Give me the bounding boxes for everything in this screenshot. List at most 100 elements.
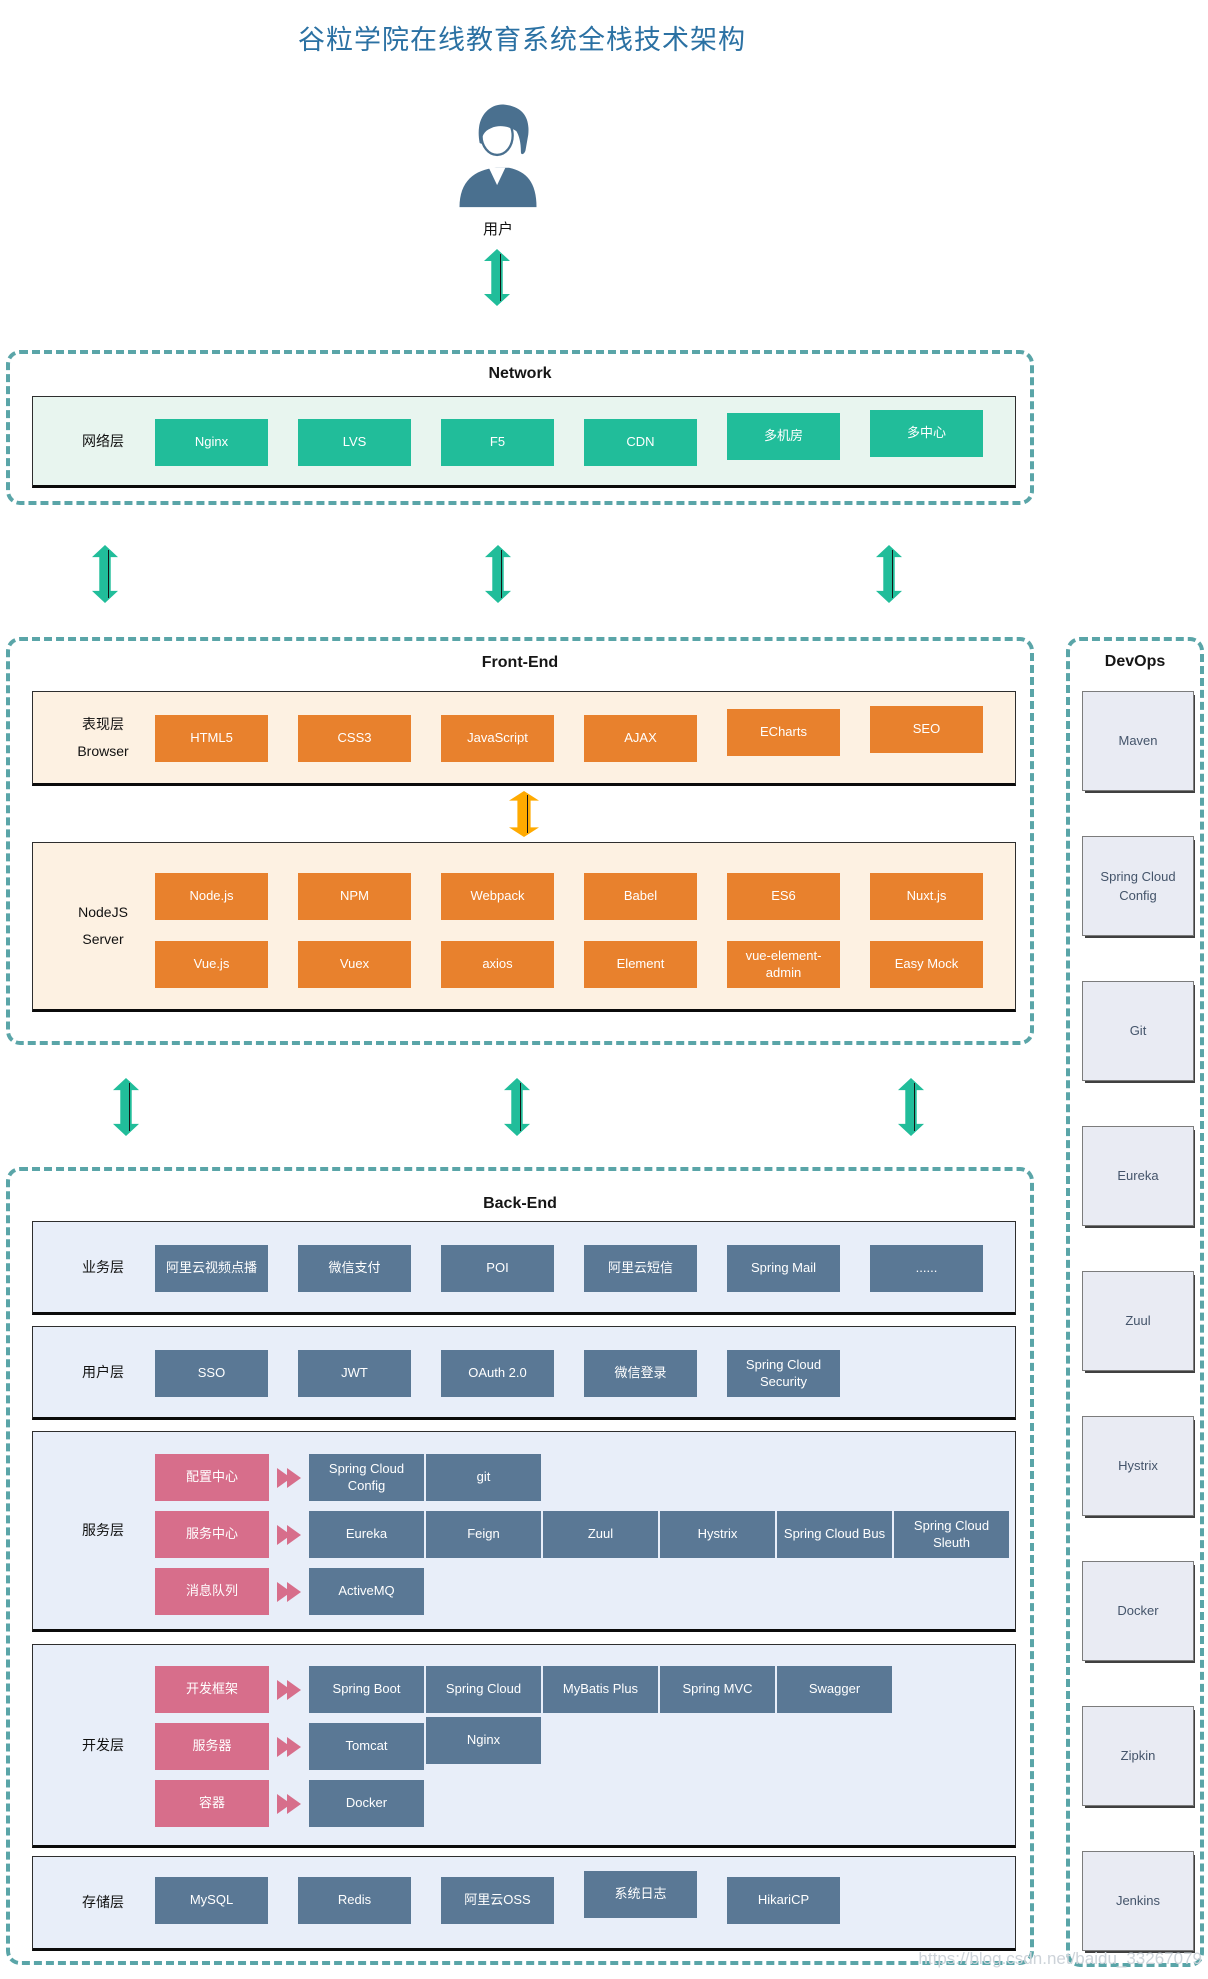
devops-item: Maven [1082, 691, 1194, 791]
double-arrow-icon [898, 1078, 924, 1136]
devops-item: Jenkins [1082, 1851, 1194, 1951]
service-layer-row: 服务中心 Eureka Feign Zuul Hystrix Spring Cl… [155, 1511, 1009, 1558]
network-panel: 网络层 Nginx LVS F5 CDN 多机房 多中心 [32, 396, 1016, 488]
nodejs-items-row2: Vue.js Vuex axios Element vue-element-ad… [155, 941, 983, 988]
dev-item: MyBatis Plus [543, 1666, 658, 1713]
service-layer-row: 配置中心 Spring Cloud Config git [155, 1454, 541, 1501]
business-item: POI [441, 1245, 554, 1292]
user-layer-row-label: 用户层 [82, 1363, 124, 1380]
double-arrow-icon [876, 545, 902, 603]
nodejs-item: ES6 [727, 873, 840, 920]
double-arrow-icon [113, 1078, 139, 1136]
double-triangle-arrow-icon [277, 1581, 301, 1602]
service-layer-row-label: 服务层 [82, 1522, 124, 1539]
double-arrow-icon [509, 791, 539, 837]
user-figure: 用户 [452, 100, 544, 239]
double-triangle-arrow-icon [277, 1736, 301, 1757]
nodejs-row-label-2: Server [82, 931, 124, 947]
dev-item: Spring MVC [660, 1666, 775, 1713]
nodejs-item: Node.js [155, 873, 268, 920]
service-item: Spring Cloud Bus [777, 1511, 892, 1558]
storage-items-row: MySQL Redis 阿里云OSS 系统日志 HikariCP [155, 1871, 983, 1924]
nodejs-items-row1: Node.js NPM Webpack Babel ES6 Nuxt.js [155, 873, 983, 920]
dev-item: Spring Cloud [426, 1666, 541, 1713]
network-items-row: Nginx LVS F5 CDN 多机房 多中心 [155, 410, 983, 466]
nodejs-item: axios [441, 941, 554, 988]
nodejs-item: Easy Mock [870, 941, 983, 988]
network-item: Nginx [155, 419, 268, 466]
network-item: 多中心 [870, 410, 983, 457]
browser-item: HTML5 [155, 715, 268, 762]
business-item: ...... [870, 1245, 983, 1292]
browser-row-label-en: Browser [77, 742, 129, 759]
browser-item: JavaScript [441, 715, 554, 762]
service-category: 配置中心 [155, 1454, 269, 1501]
devops-section: DevOps Maven Spring Cloud Config Git Eur… [1066, 637, 1204, 1967]
business-items-row: 阿里云视频点播 微信支付 POI 阿里云短信 Spring Mail .....… [155, 1245, 983, 1292]
business-row-label: 业务层 [82, 1258, 124, 1275]
browser-row-label-cn: 表现层 [82, 715, 124, 732]
nodejs-item: Babel [584, 873, 697, 920]
nodejs-item: Nuxt.js [870, 873, 983, 920]
dev-layer-row: 服务器 Tomcat Nginx [155, 1717, 541, 1770]
service-item: Zuul [543, 1511, 658, 1558]
browser-items-row: HTML5 CSS3 JavaScript AJAX ECharts SEO [155, 706, 983, 762]
double-arrow-icon [504, 1078, 530, 1136]
user-layer-item: SSO [155, 1350, 268, 1397]
devops-section-label: DevOps [1104, 653, 1166, 670]
dev-layer-panel: 开发层 开发框架 Spring Boot Spring Cloud MyBati… [32, 1644, 1016, 1848]
dev-item: Docker [309, 1780, 424, 1827]
dev-category: 服务器 [155, 1723, 269, 1770]
browser-item: ECharts [727, 709, 840, 756]
service-layer-panel: 服务层 配置中心 Spring Cloud Config git 服务中心 Eu… [32, 1431, 1016, 1632]
double-triangle-arrow-icon [277, 1793, 301, 1814]
storage-item: HikariCP [727, 1877, 840, 1924]
network-item: CDN [584, 419, 697, 466]
nodejs-item: Webpack [441, 873, 554, 920]
network-section: Network 网络层 Nginx LVS F5 CDN 多机房 多中心 [6, 350, 1034, 505]
business-item: Spring Mail [727, 1245, 840, 1292]
network-item: F5 [441, 419, 554, 466]
service-item: Spring Cloud Config [309, 1454, 424, 1501]
business-item: 阿里云短信 [584, 1245, 697, 1292]
service-layer-row: 消息队列 ActiveMQ [155, 1568, 424, 1615]
service-item: git [426, 1454, 541, 1501]
frontend-section-label: Front-End [481, 654, 559, 671]
devops-item: Zuul [1082, 1271, 1194, 1371]
dev-layer-row: 开发框架 Spring Boot Spring Cloud MyBatis Pl… [155, 1666, 892, 1713]
devops-item: Hystrix [1082, 1416, 1194, 1516]
double-arrow-icon [484, 249, 510, 306]
dev-category: 开发框架 [155, 1666, 269, 1713]
user-layer-item: 微信登录 [584, 1350, 697, 1397]
dev-layer-row-label: 开发层 [82, 1736, 124, 1753]
user-layer-items-row: SSO JWT OAuth 2.0 微信登录 Spring Cloud Secu… [155, 1350, 983, 1397]
service-item: Eureka [309, 1511, 424, 1558]
devops-item: Zipkin [1082, 1706, 1194, 1806]
double-arrow-icon [485, 545, 511, 603]
storage-row-label: 存储层 [82, 1894, 124, 1911]
dev-layer-row: 容器 Docker [155, 1780, 424, 1827]
browser-item: SEO [870, 706, 983, 753]
user-layer-item: OAuth 2.0 [441, 1350, 554, 1397]
dev-item: Swagger [777, 1666, 892, 1713]
user-layer-item: Spring Cloud Security [727, 1350, 840, 1397]
user-label: 用户 [482, 221, 513, 238]
nodejs-item: Element [584, 941, 697, 988]
nodejs-item: Vuex [298, 941, 411, 988]
service-category: 消息队列 [155, 1568, 269, 1615]
page-title: 谷粒学院在线教育系统全栈技术架构 [298, 25, 746, 55]
nodejs-row-label-1: NodeJS [78, 904, 128, 921]
backend-section-label: Back-End [483, 1195, 557, 1212]
double-arrow-icon [92, 545, 118, 603]
browser-item: CSS3 [298, 715, 411, 762]
service-item: ActiveMQ [309, 1568, 424, 1615]
dev-item: Nginx [426, 1717, 541, 1764]
storage-item: 阿里云OSS [441, 1877, 554, 1924]
backend-section: Back-End 业务层 阿里云视频点播 微信支付 POI 阿里云短信 Spri… [6, 1167, 1034, 1965]
nodejs-item: Vue.js [155, 941, 268, 988]
business-item: 微信支付 [298, 1245, 411, 1292]
network-item: 多机房 [727, 413, 840, 460]
user-layer-panel: 用户层 SSO JWT OAuth 2.0 微信登录 Spring Cloud … [32, 1326, 1016, 1420]
service-item: Hystrix [660, 1511, 775, 1558]
nodejs-item: NPM [298, 873, 411, 920]
